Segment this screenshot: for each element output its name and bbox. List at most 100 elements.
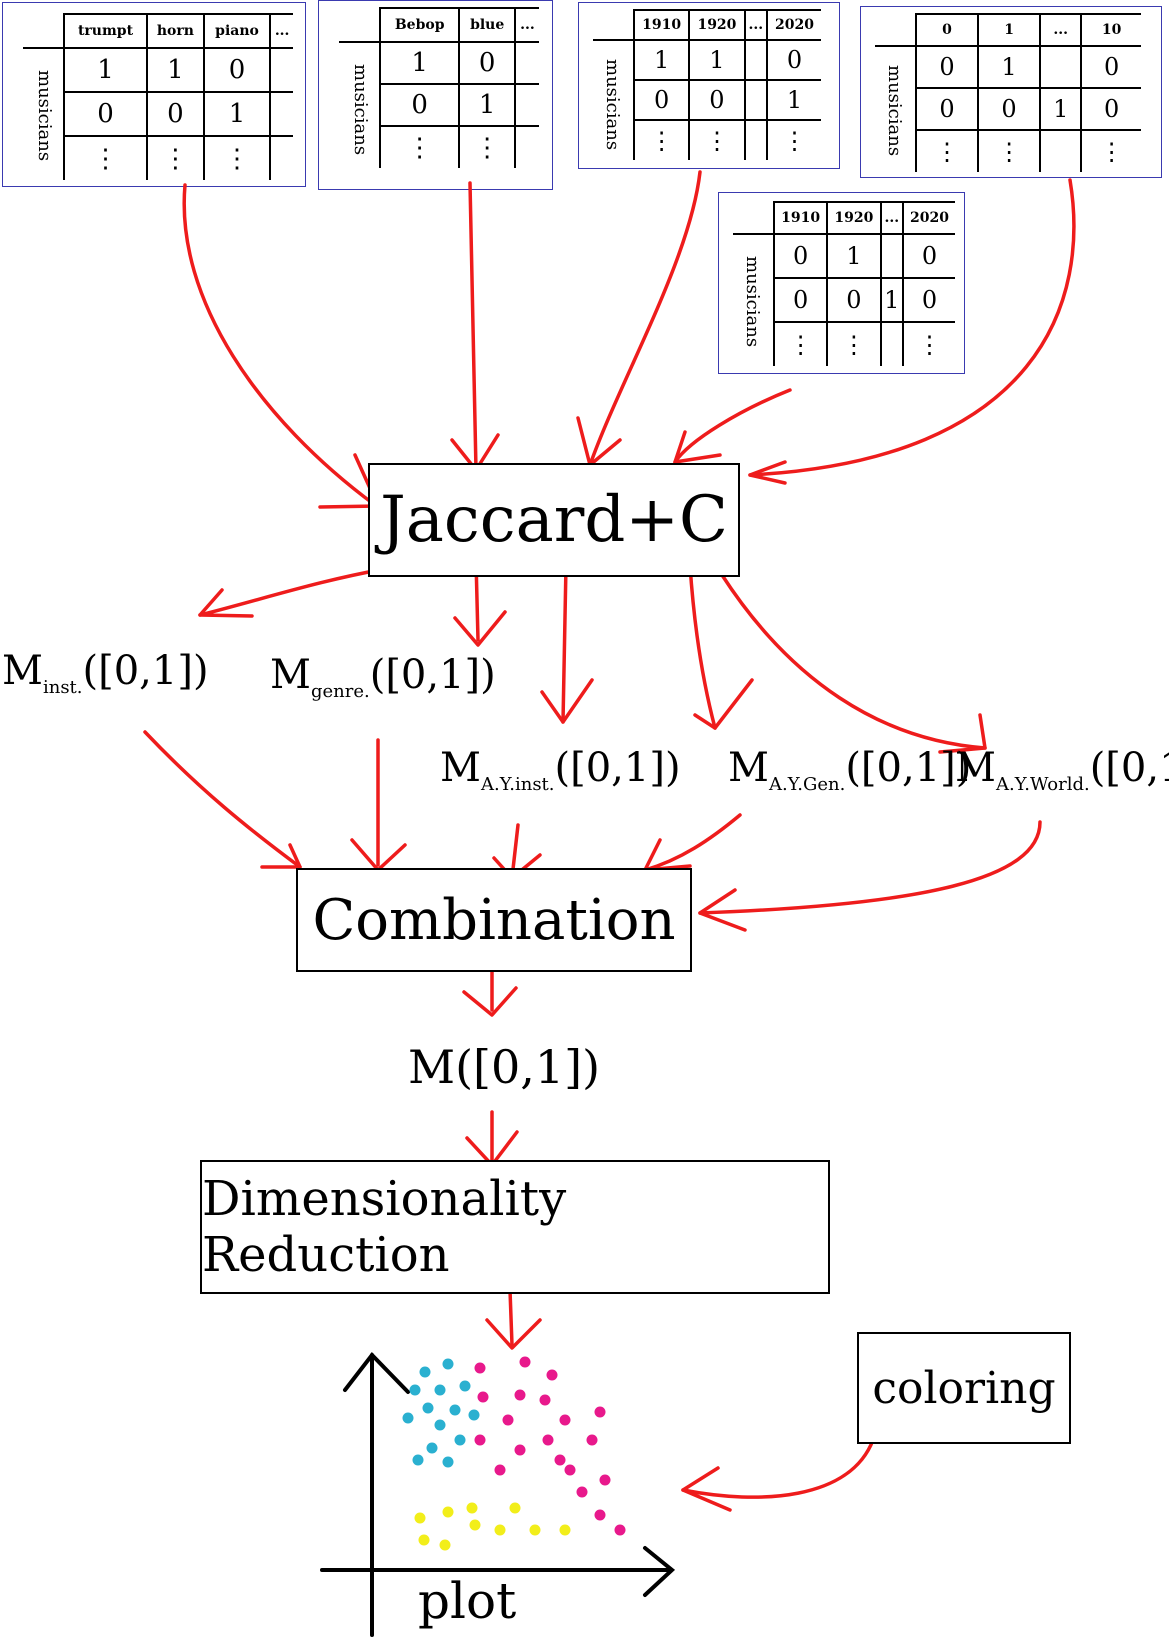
scatter-point-magenta xyxy=(494,1464,506,1476)
side-cell xyxy=(593,39,635,160)
matrix-range: ([0,1]) xyxy=(554,745,681,791)
scatter-point-yellow xyxy=(442,1506,454,1518)
column-header: 1910 xyxy=(632,9,691,41)
scatter-point-magenta xyxy=(542,1434,554,1446)
scatter-point-cyan xyxy=(442,1456,454,1468)
arrow xyxy=(720,573,987,750)
scatter-point-magenta xyxy=(564,1464,576,1476)
table-cell xyxy=(269,135,293,180)
scatter-point-cyan xyxy=(459,1380,471,1392)
scatter-point-cyan xyxy=(449,1404,461,1416)
side-cell xyxy=(23,47,65,180)
table-cell: 0 xyxy=(1080,87,1141,131)
arrowhead xyxy=(693,678,754,730)
table-cell: 1 xyxy=(688,39,746,81)
side-cell xyxy=(733,233,775,366)
table-cell: ⋮ xyxy=(202,135,272,180)
data-table: trumpt horn piano ... 1 1 0 0 0 1 ⋮ ⋮ ⋮ xyxy=(23,13,293,180)
table-cell: 1 xyxy=(458,83,516,127)
scatter-point-yellow xyxy=(439,1539,451,1551)
arrow xyxy=(198,566,392,617)
table-panel-world-years: musicians 1910 1920 ... 2020 0 1 0 0 0 1… xyxy=(718,192,965,374)
arrowhead xyxy=(485,1318,542,1350)
arrow xyxy=(182,183,377,507)
scatter-point-yellow xyxy=(559,1524,571,1536)
scatter-point-magenta xyxy=(514,1389,526,1401)
table-cell: ⋮ xyxy=(146,135,205,180)
scatter-point-magenta xyxy=(539,1394,551,1406)
table-cell: 0 xyxy=(202,47,272,93)
table-cell: 1 xyxy=(146,47,205,93)
table-cell: ⋮ xyxy=(914,129,980,172)
scatter-point-magenta xyxy=(586,1434,598,1446)
matrix-symbol: M xyxy=(955,745,996,791)
table-cell: 0 xyxy=(902,277,955,323)
jaccard-box: Jaccard+C xyxy=(368,463,740,577)
table-cell: 0 xyxy=(1080,45,1141,89)
matrix-range: ([0,1]) xyxy=(82,648,209,694)
table-cell: 0 xyxy=(914,87,980,131)
table-cell: 0 xyxy=(902,233,955,279)
scatter-point-magenta xyxy=(474,1434,486,1446)
arrowhead xyxy=(540,678,594,724)
scatter-point-cyan xyxy=(434,1419,446,1431)
column-header: 1910 xyxy=(772,201,829,235)
column-header: 1 xyxy=(977,13,1042,47)
arrowhead xyxy=(938,713,987,754)
table-panel-instruments: musicians trumpt horn piano ... 1 1 0 0 … xyxy=(2,2,306,187)
scatter-point-cyan xyxy=(419,1366,431,1378)
table-cell: 1 xyxy=(766,79,821,121)
table-cell xyxy=(513,125,539,168)
arrowhead xyxy=(260,843,302,869)
matrix-output-text: M([0,1]) xyxy=(408,1040,601,1094)
column-header: ... xyxy=(1039,13,1083,47)
arrowhead xyxy=(673,430,722,464)
table-cell xyxy=(743,79,769,121)
dimensionality-reduction-label: Dimensionality Reduction xyxy=(202,1171,567,1283)
matrix-subscript: A.Y.inst. xyxy=(480,774,555,795)
x-axis-arrowhead xyxy=(643,1546,676,1597)
table-cell: ⋮ xyxy=(378,125,461,168)
column-header: 1920 xyxy=(688,9,746,41)
table-cell: 0 xyxy=(632,79,691,121)
table-cell xyxy=(743,119,769,160)
table-cell: 1 xyxy=(202,91,272,137)
data-table: 0 1 ... 10 0 1 0 0 0 1 0 ⋮ ⋮ ⋮ xyxy=(875,13,1141,172)
combination-box: Combination xyxy=(296,868,692,972)
table-cell: ⋮ xyxy=(688,119,746,160)
scatter-point-yellow xyxy=(466,1502,478,1514)
scatter-point-cyan xyxy=(422,1402,434,1414)
matrix-ay-world-label: MA.Y.World.([0,1]) xyxy=(955,745,1169,795)
column-header: ... xyxy=(743,9,769,41)
matrix-ay-inst-label: MA.Y.inst.([0,1]) xyxy=(440,745,681,795)
matrix-symbol: M xyxy=(270,652,311,698)
table-cell: 0 xyxy=(766,39,821,81)
table-panel-ratings: musicians 0 1 ... 10 0 1 0 0 0 1 0 ⋮ ⋮ ⋮ xyxy=(860,6,1162,178)
column-header: 10 xyxy=(1080,13,1141,47)
table-cell xyxy=(513,83,539,127)
matrix-subscript: A.Y.Gen. xyxy=(768,774,846,795)
matrix-inst-label: Minst.([0,1]) xyxy=(2,648,209,698)
matrix-subscript: A.Y.World. xyxy=(995,774,1090,795)
table-panel-active-years: musicians 1910 1920 ... 2020 1 1 0 0 0 1… xyxy=(578,2,840,169)
arrow xyxy=(588,170,702,467)
jaccard-label: Jaccard+C xyxy=(380,483,728,557)
scatter-point-yellow xyxy=(418,1534,430,1546)
table-cell: ⋮ xyxy=(826,321,882,366)
matrix-genre-label: Mgenre.([0,1]) xyxy=(270,652,496,702)
table-cell: 0 xyxy=(977,87,1042,131)
plot-label: plot xyxy=(418,1572,517,1630)
table-cell: 0 xyxy=(772,233,829,279)
table-cell: ⋮ xyxy=(766,119,821,160)
column-header: 0 xyxy=(914,13,980,47)
table-cell: ⋮ xyxy=(632,119,691,160)
scatter-point-magenta xyxy=(599,1474,611,1486)
scatter-point-yellow xyxy=(414,1512,426,1524)
column-header: piano xyxy=(202,13,272,49)
arrowhead xyxy=(462,986,518,1017)
column-header: trumpt xyxy=(63,13,148,49)
table-cell xyxy=(1039,45,1083,89)
table-cell: 0 xyxy=(772,277,829,323)
table-panel-genres: musicians Bebop blue ... 1 0 0 1 ⋮ ⋮ xyxy=(318,0,553,190)
